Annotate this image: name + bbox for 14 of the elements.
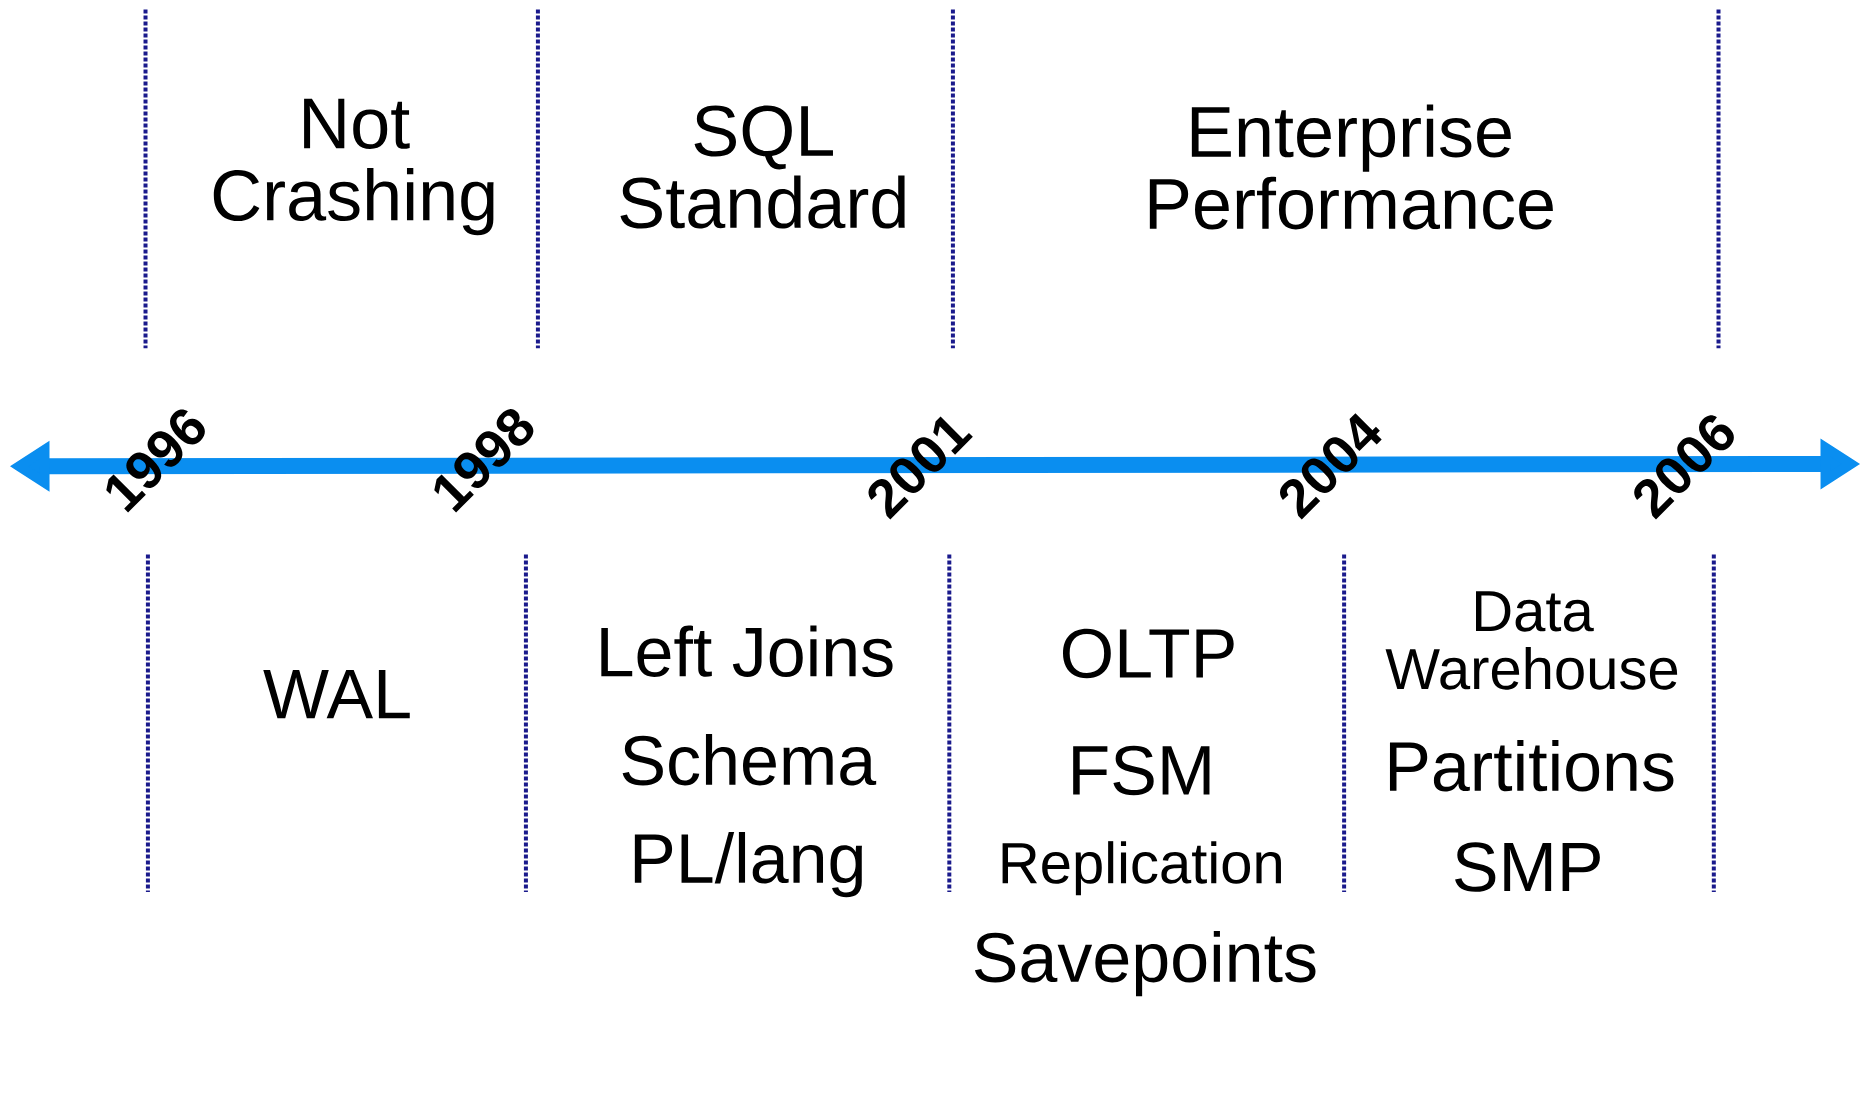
- feature-label: Replication: [1002, 841, 1281, 896]
- feature-label: Partitions: [1389, 740, 1674, 792]
- feature-label: Left Joins: [601, 625, 893, 677]
- feature-label: Savepoints: [974, 931, 1316, 997]
- era-heading: SQL Standard: [620, 105, 905, 229]
- feature-label: Schema: [622, 734, 877, 786]
- era-heading: Not Crashing: [213, 98, 494, 236]
- era-heading: Enterprise Performance: [1149, 104, 1553, 230]
- feature-label: Data Warehouse: [1385, 591, 1678, 690]
- feature-label: WAL: [263, 670, 410, 719]
- feature-label: FSM: [1073, 745, 1210, 796]
- feature-label: SMP: [1455, 842, 1600, 892]
- feature-label: OLTP: [1063, 628, 1234, 679]
- feature-label: PL/lang: [634, 832, 862, 898]
